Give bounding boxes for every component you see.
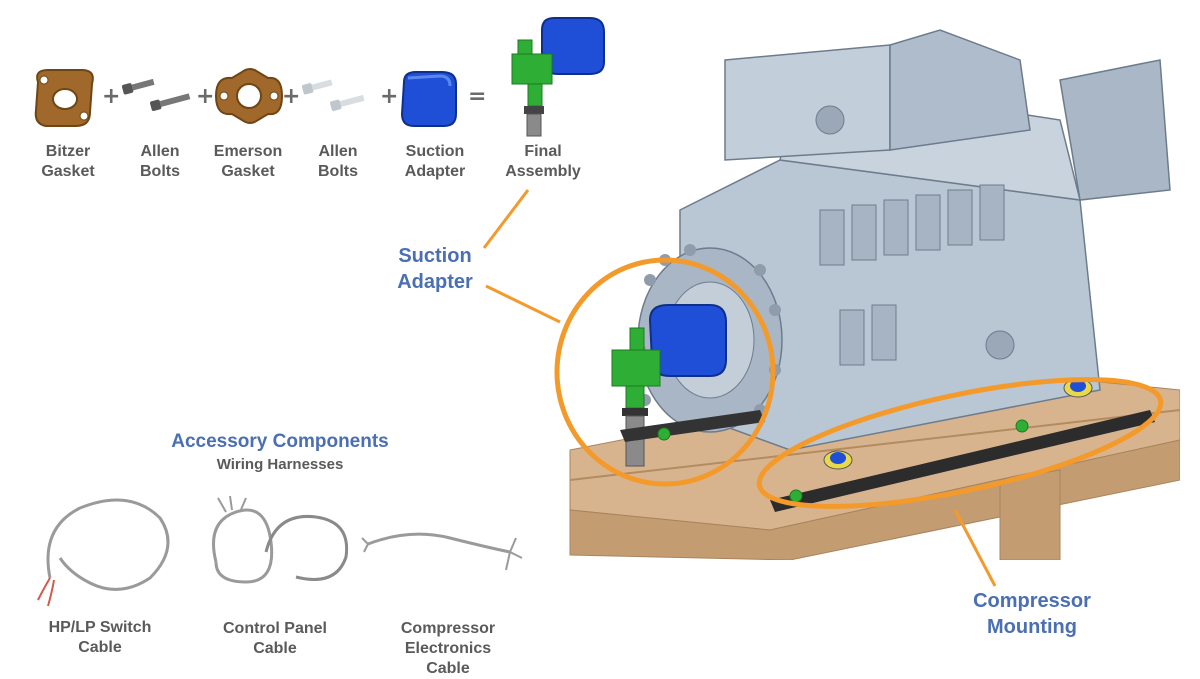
compressor-illustration (560, 10, 1180, 560)
suction-leader-line-1 (482, 189, 530, 249)
hp-lp-switch-cable-image (30, 488, 180, 613)
suction-leader-line-2 (485, 284, 561, 324)
bitzer-gasket-image (30, 62, 100, 132)
plus-sign-2: + (196, 84, 215, 109)
suction-adapter-highlight-ring (554, 257, 776, 487)
plus-sign-3: + (282, 84, 301, 109)
control-panel-cable-image (196, 492, 356, 602)
equals-sign: = (468, 84, 487, 109)
plus-sign-4: + (380, 84, 399, 109)
compressor-electronics-cable-image (360, 508, 530, 578)
allen-bolts-image-2 (298, 75, 376, 115)
emerson-gasket-image (212, 62, 286, 132)
mounting-feet (620, 378, 1155, 512)
allen-bolts-image-1 (118, 75, 196, 115)
wiring-harnesses-subtitle: Wiring Harnesses (216, 456, 344, 473)
installed-suction-adapter (611, 304, 727, 467)
suction-adapter-image (396, 68, 462, 130)
plus-sign-1: + (102, 84, 121, 109)
accessory-components-title: Accessory Components (171, 431, 389, 452)
final-assembly-image (500, 10, 610, 140)
mounting-leader-line (953, 509, 997, 587)
compressor-mounting-highlight-ring (756, 377, 1164, 509)
